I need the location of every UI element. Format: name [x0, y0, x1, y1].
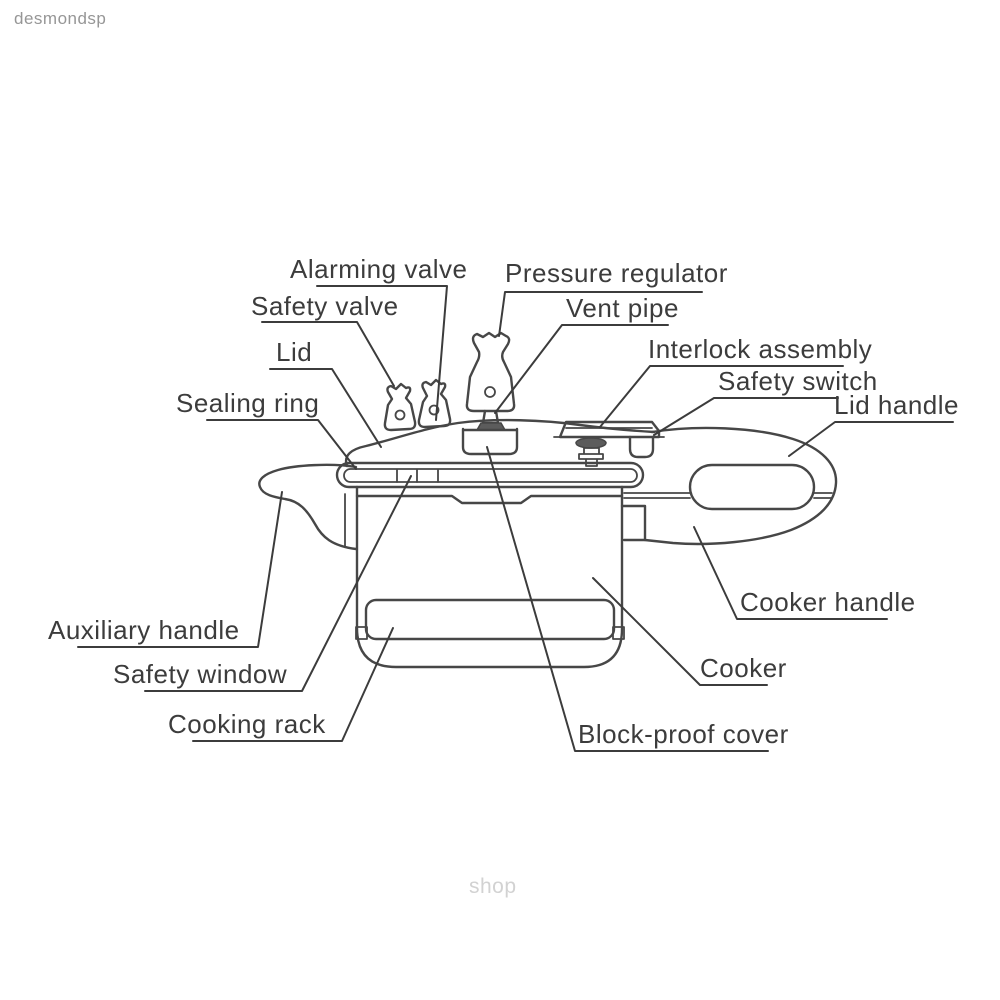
- cooker-body-drawing: [355, 485, 624, 669]
- sealing-ring-drawing: [335, 461, 645, 489]
- alarming-valve-hole: [428, 404, 440, 416]
- watermark-top-left: desmondsp: [14, 9, 106, 28]
- label-vent-pipe: Vent pipe: [566, 293, 679, 323]
- label-lid-handle: Lid handle: [834, 390, 959, 420]
- auxiliary-handle-drawing: [258, 463, 358, 551]
- cooking-rack-right-foot: [612, 626, 625, 640]
- label-safety-switch: Safety switch: [718, 366, 878, 396]
- leader-safety-switch: [653, 397, 839, 436]
- label-cooker-handle: Cooker handle: [740, 587, 916, 617]
- leader-cooking-rack: [192, 627, 394, 742]
- leader-safety-window: [144, 475, 412, 692]
- label-cooker: Cooker: [700, 653, 787, 683]
- lid-handle-drawing: [643, 426, 838, 546]
- sealing-ring-inner-line: [343, 468, 638, 483]
- watermark-bottom-center: shop: [469, 875, 517, 898]
- part-labels: Alarming valve Pressure regulator Safety…: [48, 254, 959, 749]
- label-sealing-ring: Sealing ring: [176, 388, 319, 418]
- label-auxiliary-handle: Auxiliary handle: [48, 615, 240, 645]
- label-safety-valve: Safety valve: [251, 291, 399, 321]
- leader-lid: [269, 368, 382, 448]
- leader-safety-valve: [261, 321, 395, 387]
- label-cooking-rack: Cooking rack: [168, 709, 326, 739]
- safety-valve-hole: [394, 409, 406, 421]
- label-pressure-regulator: Pressure regulator: [505, 258, 728, 288]
- leader-auxiliary-handle: [77, 491, 283, 648]
- label-interlock-assembly: Interlock assembly: [648, 334, 872, 364]
- leader-sealing-ring: [206, 419, 357, 470]
- cooking-rack-drawing: [364, 598, 616, 641]
- pressure-regulator-drawing: [465, 331, 516, 413]
- safety-valve-drawing: [383, 382, 417, 432]
- pressure-regulator-hole: [484, 386, 496, 398]
- leader-vent-pipe: [494, 324, 669, 414]
- alarming-valve-drawing: [417, 378, 452, 429]
- leader-interlock-assembly: [599, 365, 844, 428]
- block-proof-cover-drawing: [461, 427, 519, 456]
- cooking-rack-left-foot: [355, 626, 368, 640]
- handle-seam-lines: [623, 492, 833, 499]
- cooker-rim-step: [355, 494, 624, 505]
- leader-pressure-regulator: [498, 291, 703, 337]
- interlock-latch: [628, 435, 655, 459]
- label-lid: Lid: [276, 337, 312, 367]
- leader-alarming-valve: [316, 285, 448, 421]
- safety-window-drawing: [396, 469, 439, 483]
- handle-grip-hole: [688, 463, 816, 511]
- label-safety-window: Safety window: [113, 659, 287, 689]
- cooker-shoulder-step: [620, 504, 647, 542]
- leader-cooker-handle: [693, 526, 888, 620]
- safety-switch-drawing: [575, 437, 607, 449]
- cooker-drawing: [258, 331, 838, 669]
- leader-lines: [77, 285, 954, 752]
- leader-lid-handle: [788, 421, 954, 457]
- leader-cooker: [592, 577, 768, 686]
- label-block-proof-cover: Block-proof cover: [578, 719, 789, 749]
- label-alarming-valve: Alarming valve: [290, 254, 468, 284]
- leader-block-proof-cover: [486, 446, 769, 752]
- safety-switch-screw: [578, 447, 604, 467]
